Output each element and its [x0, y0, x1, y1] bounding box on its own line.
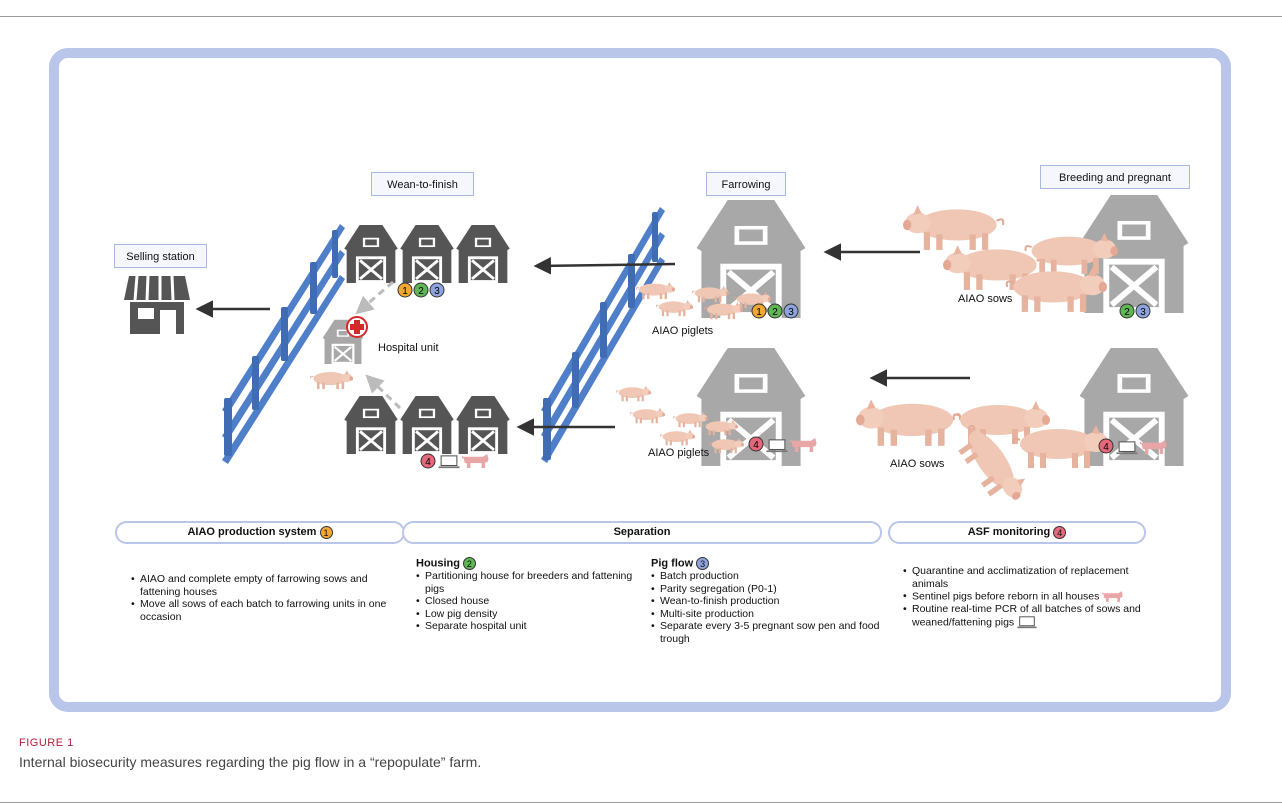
pig-icon-sows-bottom	[855, 398, 1110, 513]
badge-group-breeding-top: 2 3	[1119, 303, 1151, 319]
pig-flow-item: Parity segregation (P0-1)	[651, 583, 883, 596]
housing-item: Closed house	[416, 595, 644, 608]
bar-asf-label: ASF monitoring	[967, 526, 1051, 538]
svg-text:1: 1	[756, 307, 762, 318]
asf-item: Quarantine and acclimatization of replac…	[903, 565, 1165, 590]
figure-label: FIGURE 1	[19, 737, 74, 749]
housing-item: Separate hospital unit	[416, 620, 644, 633]
shop-icon	[124, 275, 190, 334]
svg-text:1: 1	[402, 286, 408, 297]
badge-4: 4	[1053, 525, 1067, 539]
label-breeding-pregnant: Breeding and pregnant	[1040, 165, 1190, 189]
label-selling-station: Selling station	[114, 244, 207, 268]
svg-text:3: 3	[434, 286, 440, 297]
figure-frame	[49, 48, 1231, 712]
fence-icon-left	[222, 224, 345, 464]
arrow-farrowing-to-wean-top	[533, 257, 676, 275]
arrow-wean-to-hospital-top	[355, 280, 394, 315]
pig-flow-title: Pig flow 3	[651, 557, 883, 570]
red-cross-icon	[346, 316, 368, 338]
bar-aiao-production-system: AIAO production system 1	[115, 521, 405, 544]
label-wean-to-finish: Wean-to-finish	[371, 172, 474, 196]
pig-flow-item: Multi-site production	[651, 608, 883, 621]
svg-text:2: 2	[418, 286, 424, 297]
label-aiao-sows-bottom: AIAO sows	[890, 458, 945, 470]
label-hospital-unit: Hospital unit	[378, 342, 439, 354]
laptop-icon	[1017, 616, 1037, 629]
laptop-icon	[438, 455, 460, 469]
label-aiao-sows-top: AIAO sows	[958, 293, 1013, 305]
pig-flow-item: Separate every 3-5 pregnant sow pen and …	[651, 620, 883, 645]
pig-flow-list: Pig flow 3 Batch production Parity segre…	[651, 557, 883, 645]
asf-list: Quarantine and acclimatization of replac…	[903, 565, 1165, 629]
aiao-list: AIAO and complete empty of farrowing sow…	[131, 573, 401, 623]
sentinel-pig-icon	[462, 453, 490, 469]
label-farrowing: Farrowing	[706, 172, 786, 196]
svg-text:2: 2	[1124, 307, 1130, 318]
housing-item: Low pig density	[416, 608, 644, 621]
asf-item: Routine real-time PCR of all batches of …	[903, 603, 1165, 629]
housing-title: Housing 2	[416, 557, 644, 570]
svg-text:4: 4	[1103, 442, 1109, 453]
badge-2: 2	[462, 557, 476, 570]
bar-separation: Separation	[402, 521, 882, 544]
barn-icon-wean-top	[341, 225, 513, 283]
svg-text:3: 3	[1140, 307, 1146, 318]
badge-1: 1	[319, 525, 333, 539]
badge-3: 3	[696, 557, 710, 570]
svg-text:2: 2	[772, 307, 778, 318]
barn-icon-wean-bottom	[341, 396, 513, 454]
bar-separation-label: Separation	[613, 526, 671, 538]
svg-text:4: 4	[753, 440, 759, 451]
top-rule	[0, 16, 1282, 17]
svg-text:3: 3	[788, 307, 794, 318]
arrow-wean-to-hospital-bottom	[365, 374, 402, 410]
badge-group-farrowing-top: 1 2 3	[751, 303, 799, 319]
fence-icon-right	[541, 207, 665, 463]
asf-item: Sentinel pigs before reborn in all house…	[903, 590, 1165, 603]
aiao-item: Move all sows of each batch to farrowing…	[131, 598, 401, 623]
badge-group-breeding-bottom: 4	[1098, 438, 1168, 455]
pig-flow-item: Batch production	[651, 570, 883, 583]
pig-icon-hospital	[310, 369, 354, 390]
housing-list: Housing 2 Partitioning house for breeder…	[416, 557, 644, 633]
badge-group-wean-bottom: 4	[420, 453, 490, 469]
aiao-item: AIAO and complete empty of farrowing sow…	[131, 573, 401, 598]
housing-item: Partitioning house for breeders and fatt…	[416, 570, 644, 595]
bar-asf-monitoring: ASF monitoring 4	[888, 521, 1146, 544]
bar-aiao-label: AIAO production system	[187, 526, 317, 538]
badge-group-farrowing-bottom: 4	[748, 436, 818, 453]
label-aiao-piglets-bottom: AIAO piglets	[648, 447, 710, 459]
sentinel-pig-icon	[1102, 590, 1124, 603]
label-aiao-piglets-top: AIAO piglets	[652, 325, 714, 337]
pig-flow-item: Wean-to-finish production	[651, 595, 883, 608]
svg-text:4: 4	[425, 457, 431, 468]
figure-caption: Internal biosecurity measures regarding …	[19, 754, 482, 770]
badge-group-wean-top: 1 2 3	[397, 282, 445, 298]
